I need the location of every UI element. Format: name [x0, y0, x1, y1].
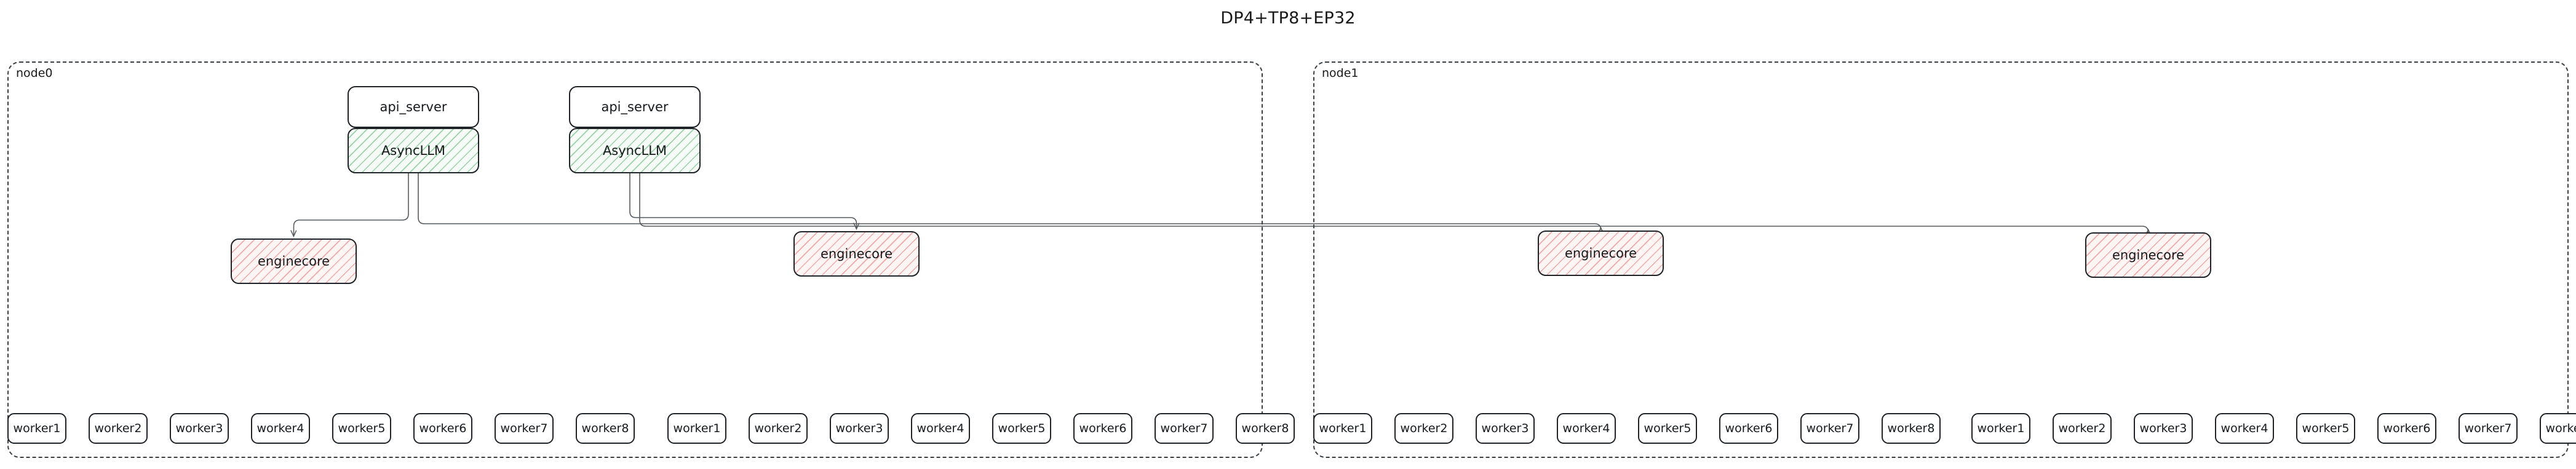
worker-box[interactable]: worker1: [1313, 413, 1372, 444]
edge-asyncllm-to-enginecore: [294, 173, 409, 236]
worker-box[interactable]: worker1: [667, 413, 726, 444]
node-container-node1: [1313, 61, 2569, 458]
edge-asyncllm-to-enginecore: [418, 173, 1601, 230]
node-label-node1: node1: [1322, 66, 1359, 80]
worker-box[interactable]: worker3: [1476, 413, 1535, 444]
worker-box[interactable]: worker5: [332, 413, 391, 444]
worker-box[interactable]: worker5: [992, 413, 1051, 444]
worker-box[interactable]: worker1: [7, 413, 66, 444]
enginecore-box[interactable]: enginecore: [793, 231, 920, 277]
worker-box[interactable]: worker2: [89, 413, 148, 444]
worker-box[interactable]: worker1: [1971, 413, 2030, 444]
edge-asyncllm-to-enginecore: [639, 173, 2149, 232]
worker-box[interactable]: worker7: [1800, 413, 1859, 444]
worker-box[interactable]: worker8: [576, 413, 635, 444]
worker-box[interactable]: worker6: [1719, 413, 1778, 444]
worker-box[interactable]: worker2: [749, 413, 808, 444]
worker-box[interactable]: worker7: [495, 413, 554, 444]
worker-box[interactable]: worker6: [413, 413, 472, 444]
worker-box[interactable]: worker5: [1638, 413, 1697, 444]
worker-box[interactable]: worker8: [1236, 413, 1295, 444]
worker-box[interactable]: worker4: [251, 413, 310, 444]
worker-box[interactable]: worker7: [2459, 413, 2518, 444]
enginecore-box[interactable]: enginecore: [2085, 232, 2211, 278]
async-llm-box[interactable]: AsyncLLM: [348, 128, 479, 173]
worker-box[interactable]: worker8: [1882, 413, 1941, 444]
worker-box[interactable]: worker2: [1394, 413, 1453, 444]
node-container-node0: [7, 61, 1263, 458]
worker-box[interactable]: worker4: [911, 413, 970, 444]
worker-box[interactable]: worker4: [2215, 413, 2274, 444]
async-llm-box[interactable]: AsyncLLM: [569, 128, 701, 173]
worker-box[interactable]: worker6: [2377, 413, 2436, 444]
enginecore-box[interactable]: enginecore: [1538, 231, 1664, 276]
worker-box[interactable]: worker3: [830, 413, 889, 444]
worker-box[interactable]: worker4: [1557, 413, 1616, 444]
worker-box[interactable]: worker7: [1155, 413, 1214, 444]
node-label-node0: node0: [16, 66, 53, 80]
enginecore-box[interactable]: enginecore: [231, 238, 357, 284]
worker-box[interactable]: worker2: [2053, 413, 2112, 444]
api-server-box[interactable]: api_server: [569, 86, 701, 128]
api-server-box[interactable]: api_server: [348, 86, 479, 128]
worker-box[interactable]: worker5: [2296, 413, 2355, 444]
edge-asyncllm-to-enginecore: [629, 173, 857, 229]
diagram-title: DP4+TP8+EP32: [1220, 9, 1356, 28]
worker-box[interactable]: worker3: [170, 413, 229, 444]
worker-box[interactable]: worker6: [1073, 413, 1132, 444]
worker-box[interactable]: worker3: [2134, 413, 2193, 444]
worker-box[interactable]: worker8: [2540, 413, 2576, 444]
